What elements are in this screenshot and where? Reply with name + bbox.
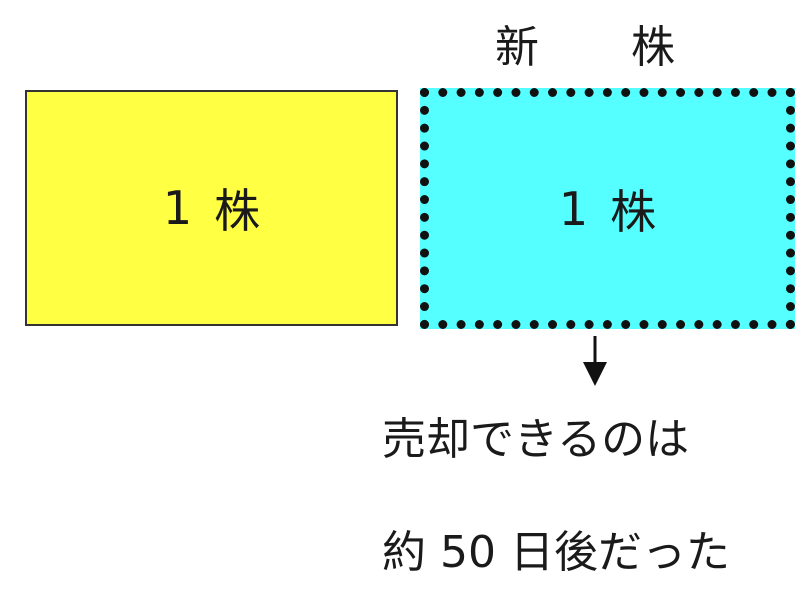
existing-share-unit: 株 [214, 184, 261, 238]
new-label-char-1: 新 [495, 22, 539, 73]
existing-share-box: 1 株 [25, 90, 398, 326]
new-share-box: 1 株 [420, 88, 795, 329]
down-arrow-icon [583, 336, 607, 386]
new-shares-label: 新 株 [495, 18, 675, 78]
new-share-count: 1 [558, 181, 589, 236]
new-share-unit: 株 [610, 184, 657, 239]
note-line-1: 売却できるのは [382, 414, 690, 465]
existing-share-count: 1 [162, 181, 193, 235]
new-label-char-2: 株 [631, 22, 675, 73]
note-line-2: 約 50 日後だった [382, 527, 730, 578]
